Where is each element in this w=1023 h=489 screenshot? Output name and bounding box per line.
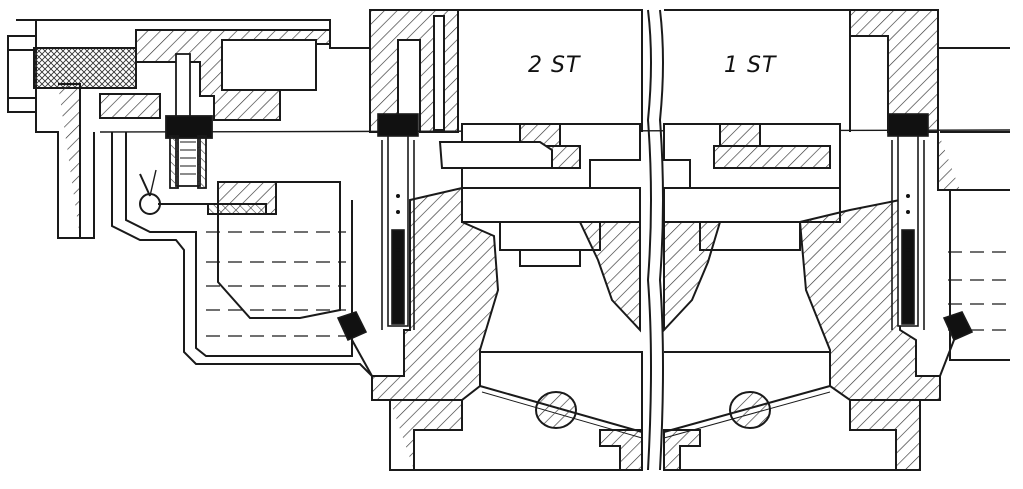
fuel-inlet [7,10,1011,239]
float [217,181,341,319]
barrel-2st [369,9,643,471]
barrel-1st [663,9,1010,471]
emulsion-tube-left [377,113,419,330]
stage-label-1st: 1 ST [724,53,777,78]
main-jet-left [336,311,373,377]
throttle-valve-right [663,385,831,439]
emulsion-tube-right [887,113,929,330]
float-chamber [111,132,373,400]
throttle-valve-left [479,385,643,439]
main-jet-right [939,311,974,377]
venturi-right [663,187,841,223]
fuel-inlet-filter [33,47,137,89]
section-break [646,9,664,471]
stage-label-2st: 2 ST [528,53,581,78]
float-needle-valve [165,53,213,189]
fuel-level [206,231,1010,337]
venturi-left [461,187,641,223]
